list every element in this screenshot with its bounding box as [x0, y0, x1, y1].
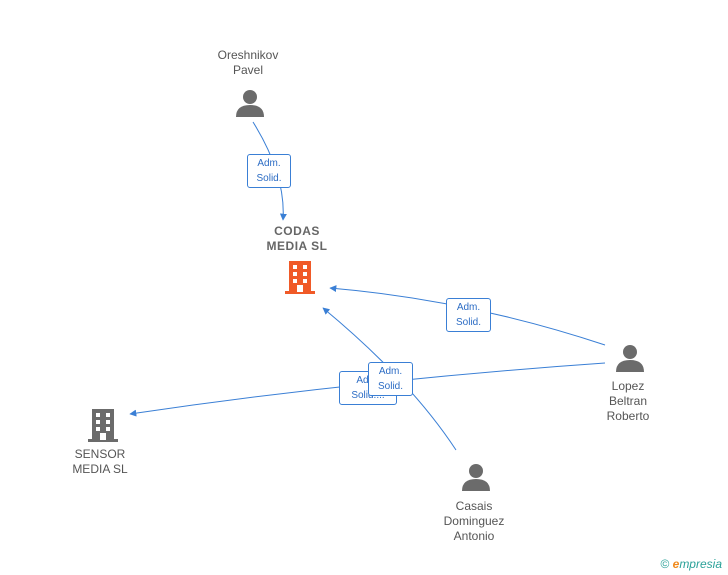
footer-brand[interactable]: © empresia — [660, 557, 722, 571]
brand-logo-text: mpresia — [679, 557, 722, 571]
node-label-sensor: SENSOR MEDIA SL — [72, 447, 128, 476]
edge-label-lopez-codas[interactable]: Adm. Solid. — [446, 298, 491, 332]
node-label-casais: Casais Dominguez Antonio — [443, 499, 505, 543]
person-icon[interactable] — [461, 462, 491, 492]
node-label-oreshnikov: Oreshnikov Pavel — [217, 48, 279, 77]
building-icon[interactable] — [87, 408, 119, 442]
person-icon[interactable] — [615, 343, 645, 373]
brand-logo-initial: e — [672, 557, 680, 571]
edge-label-casais-codas[interactable]: Adm. Solid. — [368, 362, 413, 396]
copyright-symbol: © — [660, 557, 670, 571]
node-label-codas: CODAS MEDIA SL — [266, 224, 328, 253]
building-icon[interactable] — [284, 260, 316, 294]
person-icon[interactable] — [235, 88, 265, 118]
edge-label-oreshnikov-codas[interactable]: Adm. Solid. — [247, 154, 291, 188]
node-label-lopez: Lopez Beltran Roberto — [606, 379, 650, 423]
